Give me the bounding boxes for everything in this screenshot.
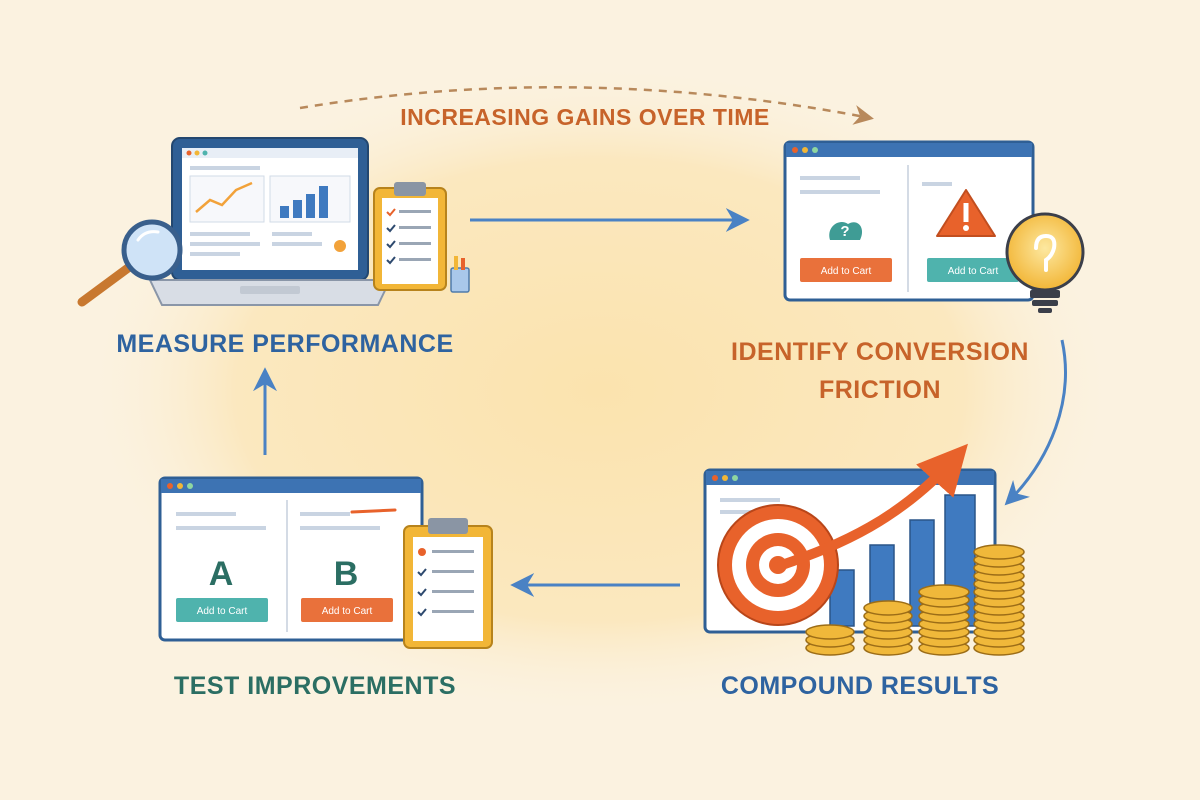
laptop-icon bbox=[148, 137, 392, 306]
add-to-cart-button-left: Add to Cart bbox=[800, 258, 892, 282]
add-to-cart-button-a: Add to Cart bbox=[176, 598, 268, 622]
variant-a-label: A bbox=[209, 555, 234, 593]
svg-text:Add to Cart: Add to Cart bbox=[948, 266, 999, 277]
bar-chart-mini-icon bbox=[280, 186, 328, 218]
warning-icon bbox=[936, 189, 996, 237]
lightbulb-icon bbox=[1005, 212, 1085, 313]
line-chart-icon bbox=[195, 181, 253, 213]
variant-b-label: B bbox=[334, 555, 359, 593]
gains-arc-arrow bbox=[299, 86, 874, 125]
stage-label-identify: IDENTIFY CONVERSION FRICTION bbox=[731, 338, 1029, 404]
clipboard-icon bbox=[403, 518, 493, 649]
stage-label-test: TEST IMPROVEMENTS bbox=[173, 672, 457, 700]
svg-text:Add to Cart: Add to Cart bbox=[322, 606, 373, 617]
stage-label-measure: MEASURE PERFORMANCE bbox=[116, 330, 454, 358]
arrow-identify-to-compound bbox=[1004, 339, 1067, 506]
trend-arrow-icon bbox=[777, 443, 968, 570]
add-to-cart-button-right: Add to Cart bbox=[927, 258, 1019, 282]
stage-label-compound: COMPOUND RESULTS bbox=[720, 672, 1000, 700]
svg-text:Add to Cart: Add to Cart bbox=[821, 266, 872, 277]
clipboard-icon bbox=[373, 182, 447, 291]
question-icon: ? bbox=[829, 221, 863, 240]
top-title: INCREASING GAINS OVER TIME bbox=[400, 104, 770, 130]
coin-stack-icon bbox=[805, 544, 1025, 656]
magnifier-icon bbox=[77, 219, 183, 307]
svg-text:Add to Cart: Add to Cart bbox=[197, 606, 248, 617]
add-to-cart-button-b: Add to Cart bbox=[301, 598, 393, 622]
pencil-cup-icon bbox=[450, 256, 470, 293]
svg-text:?: ? bbox=[840, 223, 849, 240]
